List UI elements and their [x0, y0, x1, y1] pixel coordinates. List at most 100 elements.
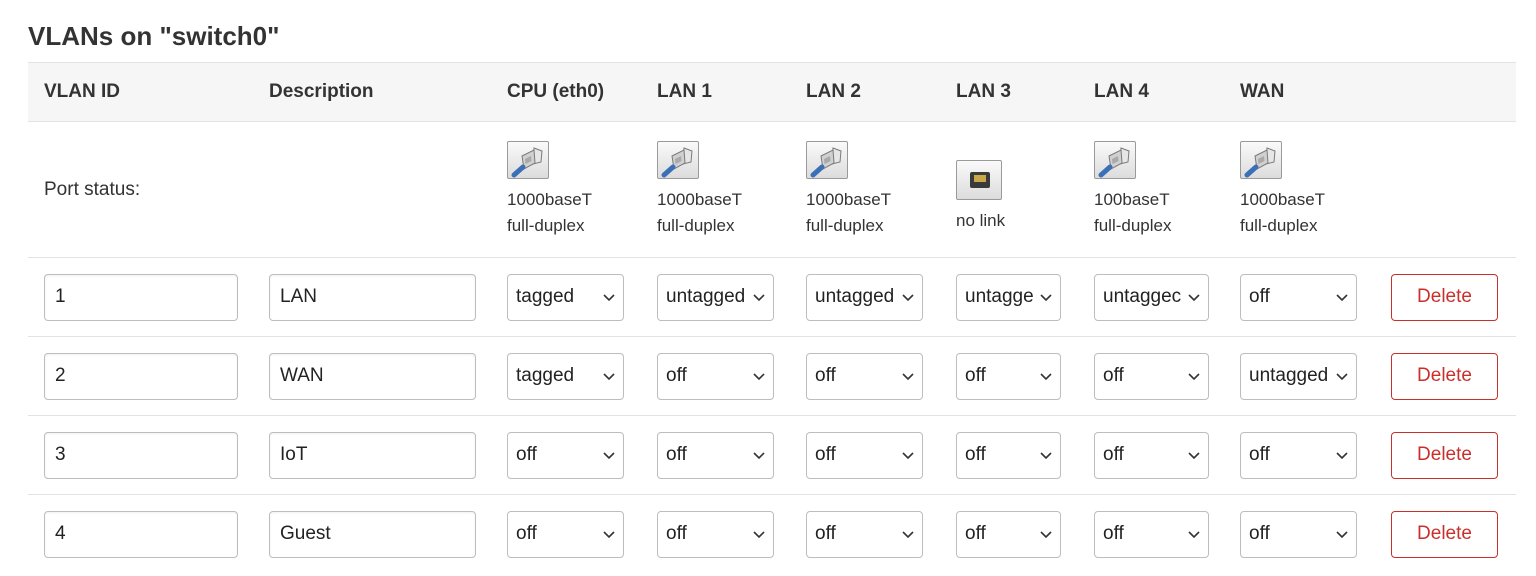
chevron-down-icon	[1040, 289, 1052, 305]
chevron-down-icon	[753, 289, 765, 305]
table-header: VLAN ID Description CPU (eth0) LAN 1 LAN…	[28, 62, 1516, 121]
chevron-down-icon	[1336, 368, 1348, 384]
port-mode-select-lan3[interactable]: off	[956, 431, 1061, 479]
column-header-vlan-id: VLAN ID	[44, 81, 120, 102]
port-mode-select-cpu[interactable]: off	[507, 510, 624, 558]
port-mode-select-wan[interactable]: off	[1240, 273, 1357, 321]
vlan-row: tagged untagged untagged untagge untaggec off…	[28, 257, 1516, 336]
port-mode-value: off	[666, 444, 687, 465]
port-mode-value: untagged	[1249, 365, 1329, 386]
ethernet-connected-icon	[1240, 140, 1282, 179]
port-mode-value: off	[666, 365, 687, 386]
vlan-description-input[interactable]	[269, 510, 476, 558]
chevron-down-icon	[1336, 289, 1348, 305]
port-mode-cell-lan4: off	[1094, 337, 1209, 415]
column-header-lan1: LAN 1	[657, 81, 712, 102]
chevron-down-icon	[603, 447, 615, 463]
port-mode-value: off	[1249, 444, 1270, 465]
port-mode-cell-lan4: off	[1094, 416, 1209, 494]
chevron-down-icon	[1040, 526, 1052, 542]
vlan-id-cell	[44, 337, 238, 415]
port-mode-select-lan1[interactable]: untagged	[657, 273, 774, 321]
port-mode-cell-cpu: off	[507, 495, 624, 573]
port-mode-select-cpu[interactable]: tagged	[507, 352, 624, 400]
chevron-down-icon	[603, 289, 615, 305]
delete-button[interactable]: Delete	[1391, 510, 1498, 558]
vlan-id-input[interactable]	[44, 510, 238, 558]
column-header-lan2: LAN 2	[806, 81, 861, 102]
port-mode-cell-lan1: off	[657, 495, 774, 573]
port-mode-select-lan2[interactable]: untagged	[806, 273, 923, 321]
port-mode-cell-lan2: off	[806, 337, 923, 415]
port-mode-cell-lan2: untagged	[806, 258, 923, 336]
chevron-down-icon	[1188, 289, 1200, 305]
vlan-description-input[interactable]	[269, 352, 476, 400]
port-mode-select-lan2[interactable]: off	[806, 431, 923, 479]
delete-cell: Delete	[1391, 416, 1498, 494]
port-mode-value: off	[815, 444, 836, 465]
delete-button[interactable]: Delete	[1391, 352, 1498, 400]
port-mode-value: off	[516, 523, 537, 544]
port-mode-select-lan2[interactable]: off	[806, 352, 923, 400]
port-mode-select-lan2[interactable]: off	[806, 510, 923, 558]
port-mode-value: untagge	[965, 286, 1034, 307]
port-mode-cell-cpu: off	[507, 416, 624, 494]
port-mode-select-lan3[interactable]: off	[956, 510, 1061, 558]
delete-button[interactable]: Delete	[1391, 273, 1498, 321]
port-mode-select-wan[interactable]: off	[1240, 431, 1357, 479]
port-mode-select-lan4[interactable]: off	[1094, 431, 1209, 479]
port-mode-cell-lan3: off	[956, 416, 1061, 494]
port-speed-label: 1000baseT	[657, 189, 743, 209]
vlan-id-cell	[44, 416, 238, 494]
port-mode-value: untaggec	[1103, 286, 1182, 307]
delete-cell: Delete	[1391, 337, 1498, 415]
port-mode-select-cpu[interactable]: tagged	[507, 273, 624, 321]
port-mode-value: untagged	[666, 286, 746, 307]
port-mode-value: tagged	[516, 365, 575, 386]
port-mode-select-lan3[interactable]: untagge	[956, 273, 1061, 321]
port-mode-select-wan[interactable]: off	[1240, 510, 1357, 558]
port-mode-value: off	[815, 365, 836, 386]
port-mode-select-lan4[interactable]: off	[1094, 352, 1209, 400]
vlan-id-input[interactable]	[44, 352, 238, 400]
port-mode-cell-lan1: untagged	[657, 258, 774, 336]
port-mode-select-lan1[interactable]: off	[657, 431, 774, 479]
port-mode-value: off	[1103, 444, 1124, 465]
port-mode-select-lan1[interactable]: off	[657, 352, 774, 400]
port-speed-label: 100baseT	[1094, 189, 1170, 209]
port-speed-label: 1000baseT	[806, 189, 892, 209]
port-mode-select-lan1[interactable]: off	[657, 510, 774, 558]
vlan-description-cell	[269, 258, 476, 336]
chevron-down-icon	[753, 447, 765, 463]
chevron-down-icon	[1188, 526, 1200, 542]
port-mode-cell-wan: off	[1240, 495, 1357, 573]
port-mode-cell-lan3: untagge	[956, 258, 1061, 336]
port-mode-value: off	[1249, 523, 1270, 544]
chevron-down-icon	[1188, 447, 1200, 463]
vlan-description-input[interactable]	[269, 431, 476, 479]
chevron-down-icon	[902, 368, 914, 384]
port-mode-select-lan4[interactable]: untaggec	[1094, 273, 1209, 321]
vlan-id-input[interactable]	[44, 431, 238, 479]
delete-button[interactable]: Delete	[1391, 431, 1498, 479]
ethernet-connected-icon	[806, 140, 848, 179]
vlan-id-input[interactable]	[44, 273, 238, 321]
port-mode-select-wan[interactable]: untagged	[1240, 352, 1357, 400]
chevron-down-icon	[603, 368, 615, 384]
vlan-id-cell	[44, 495, 238, 573]
port-mode-select-lan3[interactable]: off	[956, 352, 1061, 400]
port-mode-cell-lan2: off	[806, 495, 923, 573]
port-mode-select-lan4[interactable]: off	[1094, 510, 1209, 558]
vlan-description-input[interactable]	[269, 273, 476, 321]
port-duplex-label: full-duplex	[507, 215, 585, 235]
port-mode-cell-lan4: untaggec	[1094, 258, 1209, 336]
column-header-lan4: LAN 4	[1094, 81, 1149, 102]
port-mode-select-cpu[interactable]: off	[507, 431, 624, 479]
port-mode-cell-cpu: tagged	[507, 337, 624, 415]
port-mode-value: off	[516, 444, 537, 465]
vlan-description-cell	[269, 416, 476, 494]
